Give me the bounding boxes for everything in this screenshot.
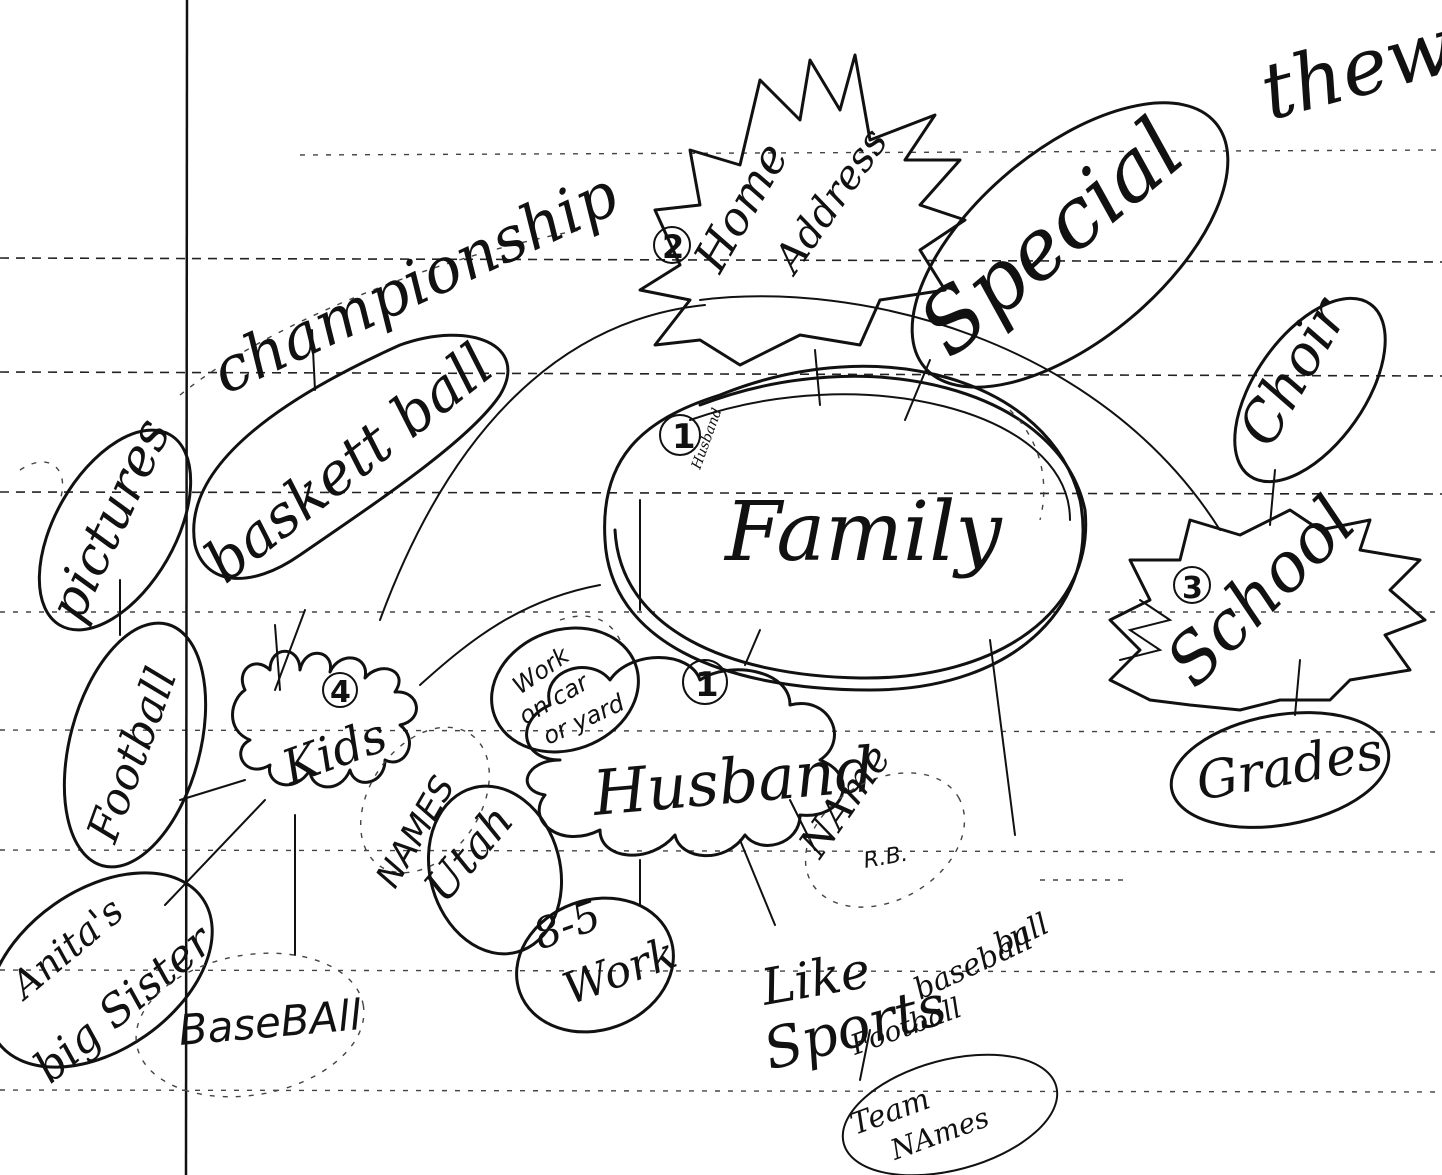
school-node[interactable]: 3 School [1108, 482, 1427, 712]
husband-marker-number: 1 [672, 417, 696, 457]
home-address-number: 2 [662, 228, 684, 266]
name-rb-line2: R.B. [862, 842, 910, 874]
work-hours-node[interactable]: 8-5 Work [498, 877, 693, 1054]
choir-node[interactable]: Choir [1205, 272, 1416, 507]
school-number: 3 [1182, 571, 1203, 606]
baseball-label: BaseBAll [177, 990, 364, 1055]
grades-node[interactable]: Grades [1162, 697, 1398, 844]
husband-marker-node: 1 Husband [659, 406, 726, 472]
pictures-label: pictures [37, 410, 183, 631]
work-yard-node[interactable]: Work on car or yard [474, 608, 656, 772]
kids-node[interactable]: 4 Kids [231, 649, 418, 797]
header-word: thew [1252, 1, 1442, 138]
kids-number: 4 [330, 675, 351, 710]
dotted-hint-marks [19, 409, 1045, 641]
football-node[interactable]: Football [40, 607, 230, 882]
sports-node[interactable]: Like Sports baseball ball Football [756, 879, 1130, 1084]
kids-label: Kids [274, 707, 394, 796]
championship-node[interactable]: championship [179, 157, 629, 409]
home-address-line2: Address [763, 120, 897, 284]
connector-lines [119, 295, 1301, 1081]
work-hours-line1: 8-5 [527, 890, 607, 959]
family-label: Family [723, 485, 1003, 580]
family-node[interactable]: Family [603, 364, 1088, 692]
choir-label: Choir [1226, 285, 1363, 457]
pictures-node[interactable]: pictures [8, 405, 222, 656]
margin-line [184, 0, 189, 1175]
husband-number: 1 [695, 665, 719, 705]
